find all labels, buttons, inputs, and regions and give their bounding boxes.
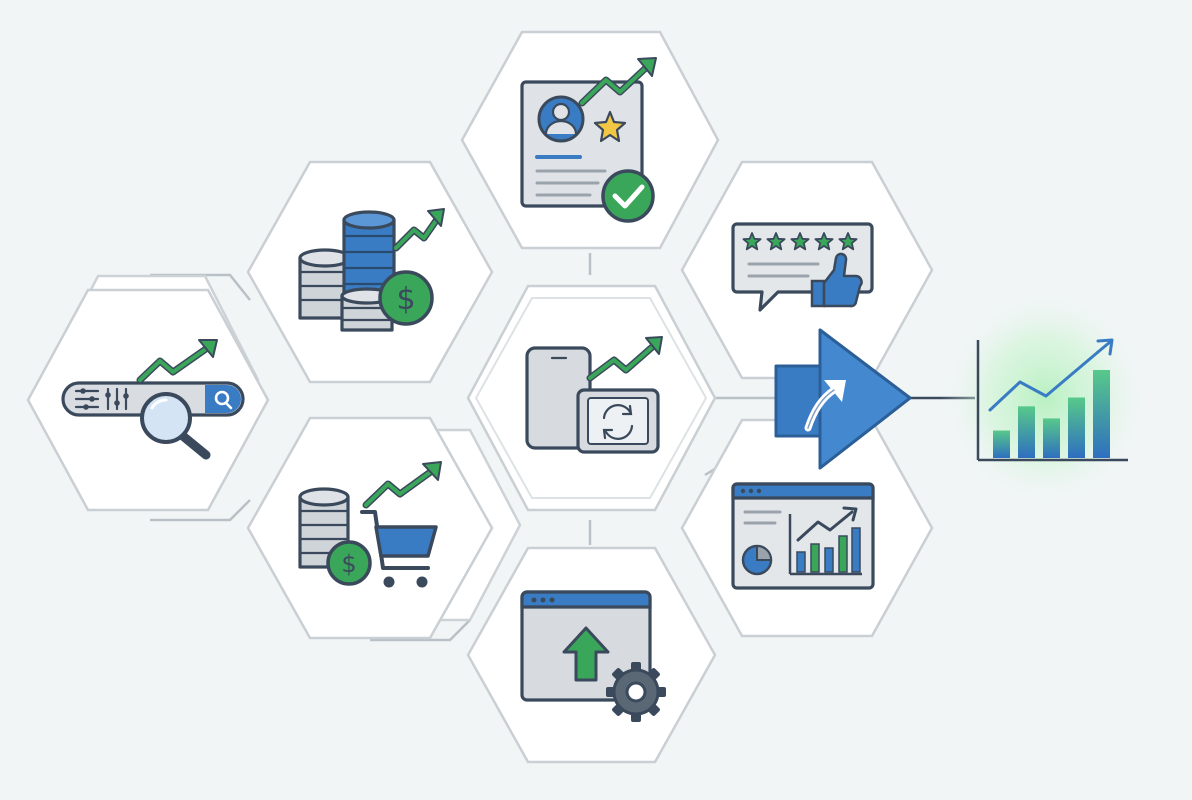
trend-arrow-icon <box>586 336 663 382</box>
sync-icon <box>602 404 634 440</box>
coin-stack-icon <box>298 487 350 569</box>
bar-chart-icon <box>788 514 862 576</box>
hex-analytics-dashboard[interactable] <box>680 418 934 638</box>
five-stars-icon <box>742 232 858 251</box>
trend-arrow-icon <box>796 506 858 542</box>
hex-deployment[interactable] <box>466 546 717 764</box>
trend-arrow-icon <box>578 57 657 107</box>
upload-arrow-icon <box>562 626 610 682</box>
growth-result <box>940 288 1150 508</box>
growth-hub[interactable] <box>774 328 912 470</box>
result-bar <box>1043 418 1060 458</box>
hex-profile-rating[interactable] <box>460 30 720 250</box>
result-bar <box>1093 370 1110 458</box>
hex-revenue-growth[interactable]: $ <box>246 160 494 384</box>
pie-chart-icon <box>741 544 773 576</box>
hex-search-optimization[interactable] <box>26 288 270 512</box>
filter-sliders-icon <box>74 387 129 411</box>
trend-arrow-icon <box>362 461 442 509</box>
tablet-icon <box>576 388 660 454</box>
result-bar <box>993 430 1010 458</box>
svg-text:$: $ <box>341 550 356 578</box>
svg-text:$: $ <box>396 282 415 317</box>
coin-stacks-icon <box>298 210 396 332</box>
rating-star <box>766 232 786 251</box>
hex-mobile-sync[interactable] <box>466 284 717 512</box>
hex-reviews[interactable] <box>680 160 934 380</box>
play-arrow-icon <box>774 328 912 470</box>
result-bar <box>1018 406 1035 458</box>
rating-star <box>790 232 810 251</box>
checkmark-badge-icon <box>601 169 655 223</box>
trend-arrow-icon <box>136 339 218 384</box>
result-bar <box>1068 397 1085 458</box>
rating-star <box>742 232 762 251</box>
hex-sales-growth[interactable]: $ <box>246 416 494 640</box>
shopping-cart-icon <box>360 510 438 588</box>
trend-arrow-icon <box>392 208 445 252</box>
magnifier-icon <box>140 392 211 460</box>
star-icon <box>593 110 627 143</box>
dollar-badge-icon: $ <box>378 270 434 326</box>
rating-star <box>838 232 858 251</box>
dollar-badge-icon: $ <box>326 540 372 586</box>
bar-chart-icon <box>993 370 1110 458</box>
rating-star <box>814 232 834 251</box>
trend-arrow-icon <box>988 338 1114 412</box>
gear-icon <box>606 662 666 722</box>
curved-up-arrow-icon <box>804 380 846 432</box>
thumbs-up-icon <box>810 252 863 308</box>
glow-halo <box>940 288 1150 508</box>
